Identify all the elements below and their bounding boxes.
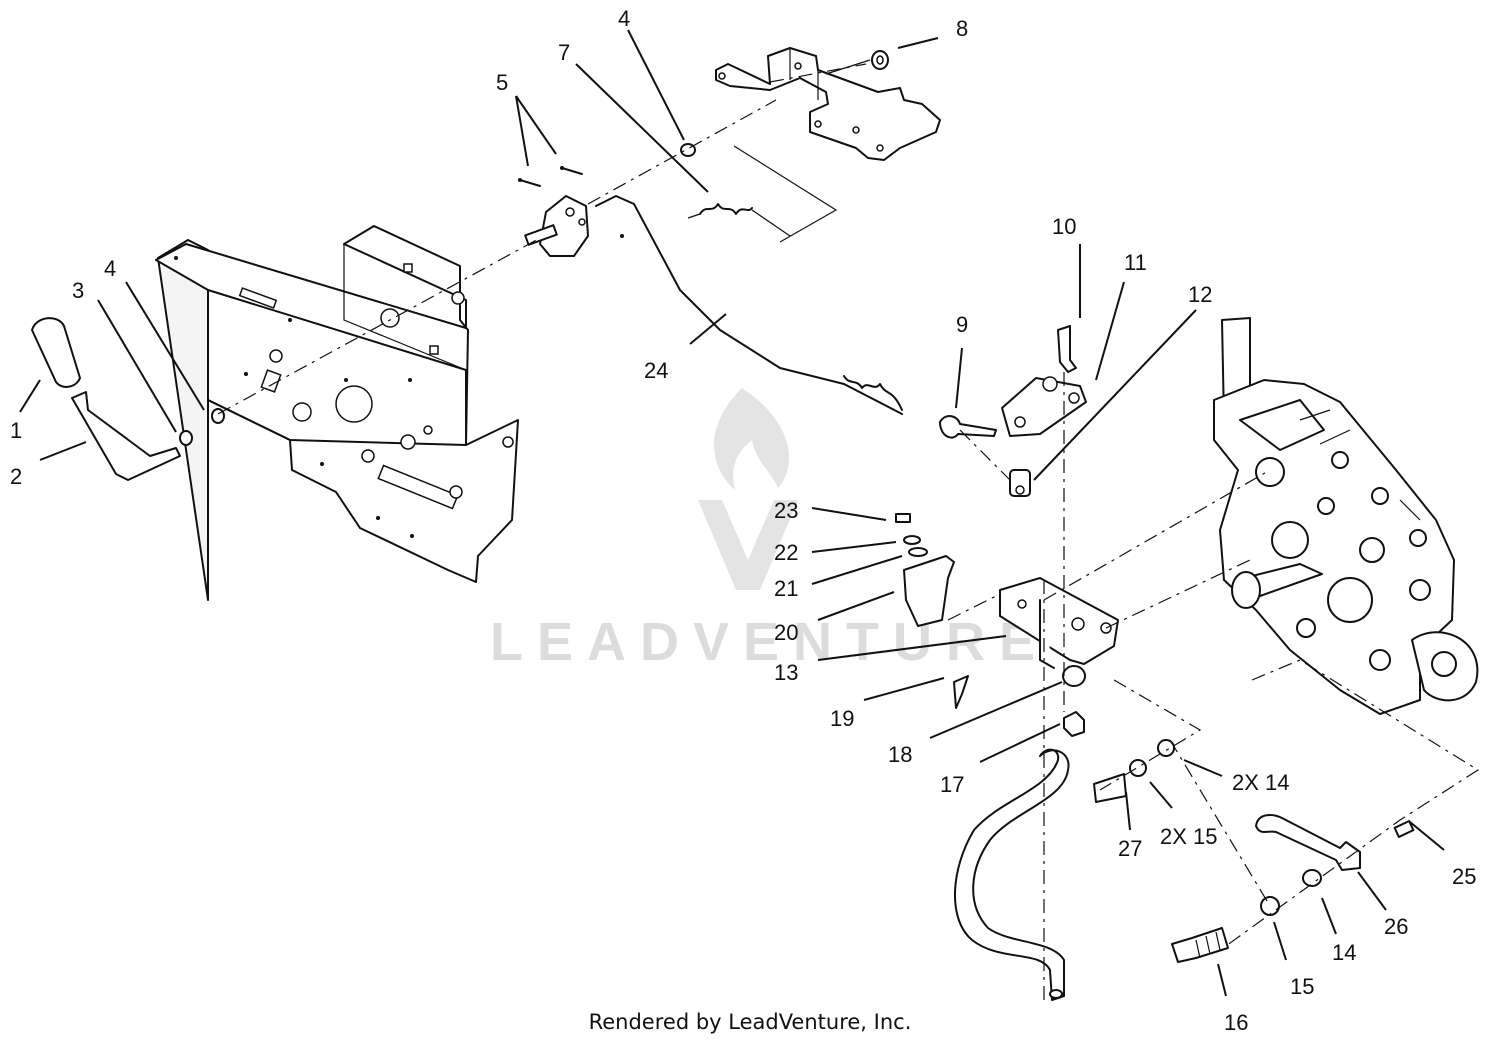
callout-22: 22	[774, 540, 798, 565]
callout-24: 24	[644, 358, 668, 383]
pivot-bracket	[939, 325, 1087, 497]
callout-10: 10	[1052, 214, 1076, 239]
pedal-rod	[954, 748, 1070, 1001]
callout-18: 18	[888, 742, 912, 767]
callout-13: 13	[774, 660, 798, 685]
callout-4-left: 4	[104, 256, 116, 281]
callout-25: 25	[1452, 864, 1476, 889]
watermark-v-icon	[698, 500, 798, 590]
centerlines	[217, 63, 1480, 1000]
callout-8: 8	[956, 16, 968, 41]
callout-19: 19	[830, 706, 854, 731]
callout-27: 27	[1118, 836, 1142, 861]
callout-21: 21	[774, 576, 798, 601]
callout-11: 11	[1124, 250, 1147, 275]
callout-26: 26	[1384, 914, 1408, 939]
linkage	[1171, 814, 1415, 963]
watermark-flame-icon	[714, 388, 790, 490]
callout-16: 16	[1224, 1010, 1248, 1035]
callout-9: 9	[956, 312, 968, 337]
watermark-brand: LEADVENTURE	[490, 612, 1049, 672]
cam-plate	[518, 143, 696, 257]
transmission	[1213, 317, 1479, 715]
callout-4-top: 4	[618, 6, 630, 31]
control-rod	[595, 195, 903, 415]
footer-credit: Rendered by LeadVenture, Inc.	[588, 1010, 912, 1034]
callout-5: 5	[496, 70, 508, 95]
callout-12: 12	[1188, 282, 1212, 307]
lower-arm	[895, 513, 1175, 803]
callout-15-2x: 2X 15	[1160, 824, 1218, 849]
callout-1: 1	[10, 418, 22, 443]
callout-20: 20	[774, 620, 798, 645]
callout-2: 2	[10, 464, 22, 489]
callout-14: 14	[1332, 940, 1356, 965]
callout-3: 3	[72, 278, 84, 303]
callout-17: 17	[940, 772, 964, 797]
callout-14-2x: 2X 14	[1232, 770, 1290, 795]
leader-lines	[19, 29, 1445, 997]
lever	[31, 317, 225, 481]
callout-7: 7	[558, 40, 570, 65]
spring	[687, 145, 838, 243]
callout-23: 23	[774, 498, 798, 523]
watermark: LEADVENTURE	[490, 388, 1049, 672]
top-bracket	[715, 47, 941, 161]
side-panel	[155, 225, 519, 601]
callout-15: 15	[1290, 974, 1314, 999]
callout-labels: 1 2 3 4 4 5 7 8 9 10 11 12 13 2X 14 14 2…	[10, 6, 1476, 1035]
